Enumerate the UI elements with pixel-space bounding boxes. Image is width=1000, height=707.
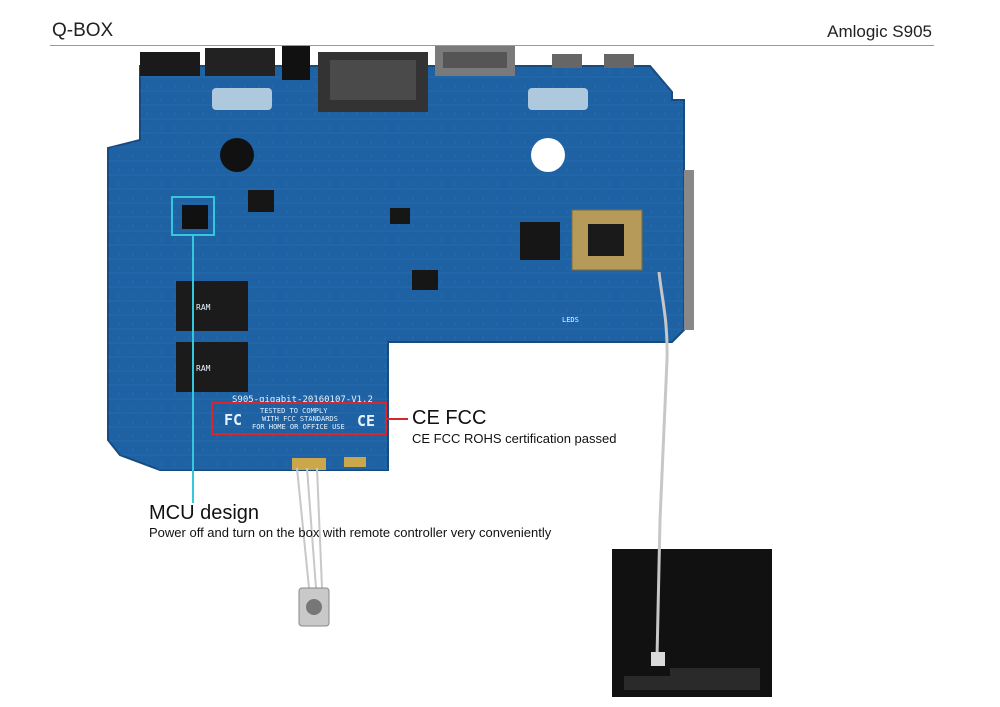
mount-hole bbox=[531, 138, 565, 172]
mcu-chip bbox=[182, 205, 208, 229]
brand-title: Q-BOX bbox=[52, 20, 114, 41]
ir-receiver-legs bbox=[296, 467, 323, 589]
certification-marking: FC TESTED TO COMPLY WITH FCC STANDARDS F… bbox=[224, 407, 375, 431]
ce-fcc-title: CE FCC bbox=[412, 407, 487, 429]
mount-hole bbox=[220, 138, 254, 172]
cert-line-3: FOR HOME OR OFFICE USE bbox=[252, 423, 345, 431]
mcu-description: Power off and turn on the box with remot… bbox=[149, 525, 552, 540]
mcu-title: MCU design bbox=[149, 502, 260, 524]
chipset-title: Amlogic S905 bbox=[827, 22, 932, 41]
antenna-cable bbox=[655, 271, 669, 659]
cert-line-2: WITH FCC STANDARDS bbox=[262, 415, 338, 423]
svg-text:RAM: RAM bbox=[196, 303, 211, 312]
header-divider bbox=[50, 45, 934, 46]
fcc-mark: FC bbox=[224, 411, 242, 429]
top-connectors bbox=[140, 46, 694, 330]
cert-line-1: TESTED TO COMPLY bbox=[260, 407, 328, 415]
ce-fcc-description: CE FCC ROHS certification passed bbox=[412, 431, 617, 446]
svg-text:RAM: RAM bbox=[196, 364, 211, 373]
ce-mark: CE bbox=[357, 412, 375, 430]
board-version: S905-gigabit-20160107-V1.2 bbox=[232, 395, 373, 405]
leds-label: LEDS bbox=[562, 316, 579, 324]
ram-chips: RAM RAM bbox=[176, 281, 248, 392]
